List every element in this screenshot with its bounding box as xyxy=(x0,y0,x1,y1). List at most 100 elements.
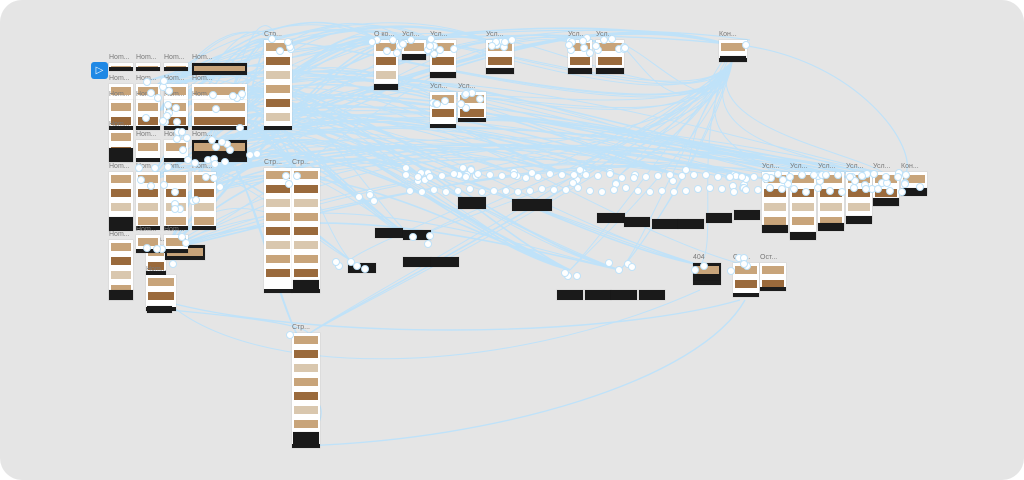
hotspot-dot[interactable] xyxy=(162,112,171,121)
frame-s2[interactable] xyxy=(264,168,292,293)
hotspot-dot[interactable] xyxy=(236,124,245,133)
hotspot-dot[interactable] xyxy=(438,172,446,181)
hotspot-dot[interactable] xyxy=(229,92,238,101)
hotspot-dot[interactable] xyxy=(570,170,578,179)
hotspot-dot[interactable] xyxy=(606,170,614,179)
hotspot-dot[interactable] xyxy=(514,187,522,196)
hotspot-dot[interactable] xyxy=(426,232,435,241)
hotspot-dot[interactable] xyxy=(466,185,474,194)
hotspot-dot[interactable] xyxy=(610,186,618,195)
hotspot-dot[interactable] xyxy=(292,172,301,181)
hotspot-dot[interactable] xyxy=(838,187,846,196)
hotspot-dot[interactable] xyxy=(730,187,738,196)
hotspot-dot[interactable] xyxy=(208,136,217,145)
hotspot-dot[interactable] xyxy=(699,261,708,270)
frame-thumbnail[interactable] xyxy=(512,199,552,211)
hotspot-dot[interactable] xyxy=(528,168,537,177)
frame-thumbnail[interactable] xyxy=(720,56,746,62)
frame-f3[interactable] xyxy=(164,63,188,71)
hotspot-dot[interactable] xyxy=(874,185,882,194)
hotspot-dot[interactable] xyxy=(706,184,714,193)
hotspot-dot[interactable] xyxy=(573,272,582,281)
hotspot-dot[interactable] xyxy=(727,267,736,276)
hotspot-dot[interactable] xyxy=(886,186,894,195)
frame-thumbnail[interactable] xyxy=(557,290,583,300)
hotspot-dot[interactable] xyxy=(424,240,433,249)
frame-thumbnail[interactable] xyxy=(568,68,592,74)
hotspot-dot[interactable] xyxy=(508,35,517,44)
hotspot-dot[interactable] xyxy=(433,100,442,109)
hotspot-dot[interactable] xyxy=(366,190,375,199)
hotspot-dot[interactable] xyxy=(915,182,924,191)
hotspot-dot[interactable] xyxy=(561,268,570,277)
hotspot-dot[interactable] xyxy=(211,105,220,114)
hotspot-dot[interactable] xyxy=(160,76,169,85)
frame-thumbnail[interactable] xyxy=(901,188,927,196)
frame-thumbnail[interactable] xyxy=(109,290,133,300)
hotspot-dot[interactable] xyxy=(267,34,276,43)
hotspot-dot[interactable] xyxy=(210,159,219,168)
hotspot-dot[interactable] xyxy=(152,245,161,254)
frame-u9[interactable] xyxy=(790,172,816,238)
hotspot-dot[interactable] xyxy=(418,187,426,196)
frame-thumbnail[interactable] xyxy=(624,217,650,227)
hotspot-dot[interactable] xyxy=(580,44,589,53)
frame-s3[interactable] xyxy=(292,168,320,293)
hotspot-dot[interactable] xyxy=(690,171,698,180)
hotspot-dot[interactable] xyxy=(582,170,590,179)
hotspot-dot[interactable] xyxy=(634,186,642,195)
hotspot-dot[interactable] xyxy=(146,182,155,191)
frame-thumbnail[interactable] xyxy=(734,210,760,220)
hotspot-dot[interactable] xyxy=(902,170,911,179)
frame-u10[interactable] xyxy=(818,172,844,228)
frame-thumbnail[interactable] xyxy=(596,68,624,74)
hotspot-dot[interactable] xyxy=(666,170,674,179)
hotspot-dot[interactable] xyxy=(608,35,617,44)
frame-thumbnail[interactable] xyxy=(374,84,398,90)
hotspot-dot[interactable] xyxy=(407,36,416,45)
frame-thumbnail[interactable] xyxy=(430,72,456,78)
hotspot-dot[interactable] xyxy=(170,188,179,197)
hotspot-dot[interactable] xyxy=(158,117,167,126)
hotspot-dot[interactable] xyxy=(576,166,585,175)
hotspot-dot[interactable] xyxy=(822,170,830,179)
hotspot-dot[interactable] xyxy=(490,186,498,195)
hotspot-dot[interactable] xyxy=(851,176,860,185)
frame-thumbnail[interactable] xyxy=(403,257,431,267)
hotspot-dot[interactable] xyxy=(141,113,150,122)
frame-thumbnail[interactable] xyxy=(652,219,678,229)
hotspot-dot[interactable] xyxy=(810,170,818,179)
hotspot-dot[interactable] xyxy=(510,170,518,179)
hotspot-dot[interactable] xyxy=(177,232,186,241)
frame-thumbnail[interactable] xyxy=(762,225,788,233)
frame-thumbnail[interactable] xyxy=(678,219,704,229)
hotspot-dot[interactable] xyxy=(826,187,834,196)
frame-thumbnail[interactable] xyxy=(818,223,844,231)
hotspot-dot[interactable] xyxy=(742,185,750,194)
hotspot-dot[interactable] xyxy=(178,127,187,136)
hotspot-dot[interactable] xyxy=(171,204,180,213)
hotspot-dot[interactable] xyxy=(276,47,285,56)
hotspot-dot[interactable] xyxy=(850,184,858,193)
hotspot-dot[interactable] xyxy=(388,35,397,44)
frame-thumbnail[interactable] xyxy=(403,230,431,240)
hotspot-dot[interactable] xyxy=(137,175,146,184)
frame-f9[interactable] xyxy=(109,100,133,130)
hotspot-dot[interactable] xyxy=(367,37,376,46)
hotspot-dot[interactable] xyxy=(215,183,224,192)
hotspot-dot[interactable] xyxy=(682,187,690,196)
hotspot-dot[interactable] xyxy=(658,187,666,196)
frame-f2[interactable] xyxy=(136,63,160,71)
hotspot-dot[interactable] xyxy=(681,165,690,174)
hotspot-dot[interactable] xyxy=(790,185,798,194)
hotspot-dot[interactable] xyxy=(604,259,613,268)
hotspot-dot[interactable] xyxy=(211,143,220,152)
hotspot-dot[interactable] xyxy=(461,89,470,98)
hotspot-dot[interactable] xyxy=(220,157,229,166)
hotspot-dot[interactable] xyxy=(598,187,606,196)
hotspot-dot[interactable] xyxy=(165,87,174,96)
hotspot-dot[interactable] xyxy=(151,163,160,172)
hotspot-dot[interactable] xyxy=(282,171,291,180)
hotspot-dot[interactable] xyxy=(360,264,369,273)
hotspot-dot[interactable] xyxy=(726,172,734,181)
